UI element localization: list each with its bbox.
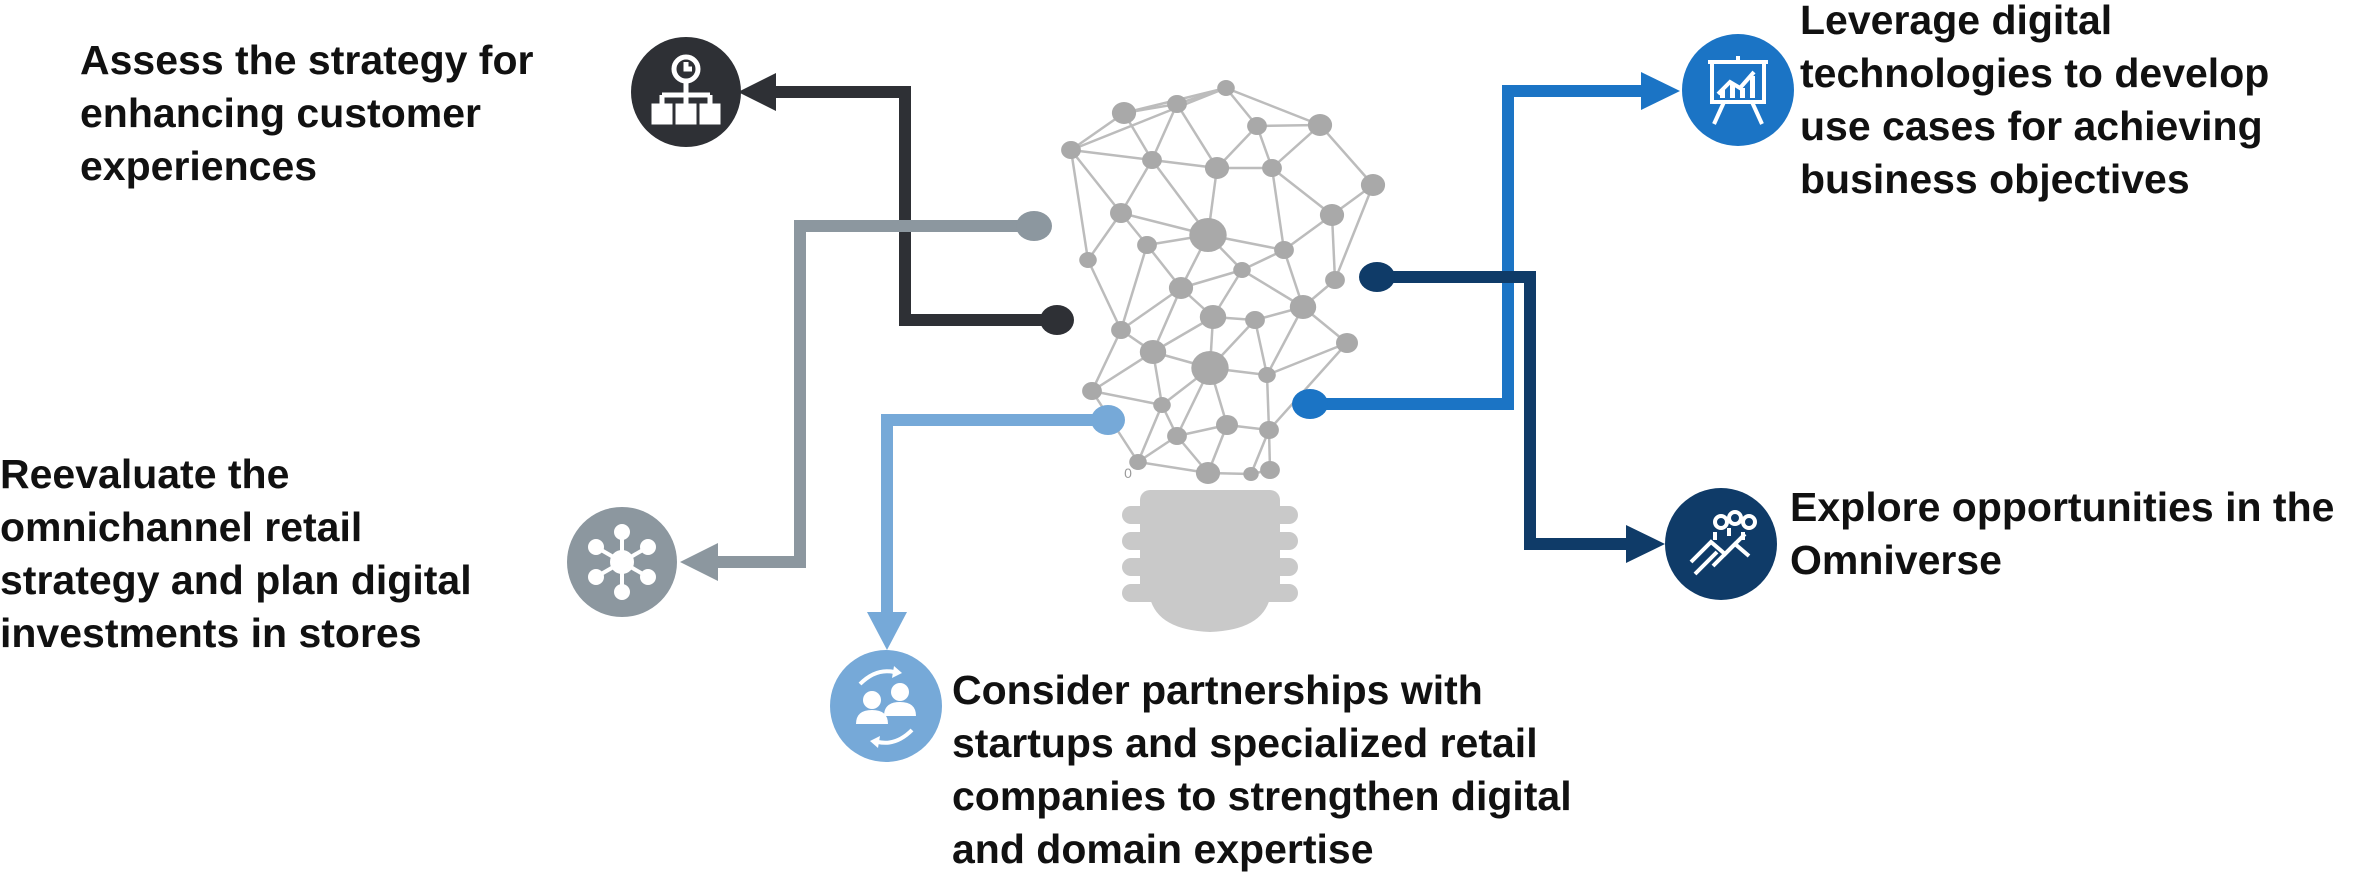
label-explore-omniverse: Explore opportunities in the Omniverse [1790,484,2335,583]
label-leverage-technologies: Leverage digital technologies to develop… [1800,0,2270,202]
network-node [1191,351,1229,385]
network-edge [1150,103,1179,161]
network-node [1082,382,1102,400]
network-node [1167,427,1187,445]
network-edge [1091,389,1163,407]
network-node [1233,262,1251,278]
network-nodes [1061,80,1386,484]
network-node [1204,157,1230,179]
network-node [1262,159,1282,177]
vr-handshake-icon [1665,488,1777,600]
network-node [1142,151,1162,169]
network-edge [1271,167,1333,216]
network-node [1307,114,1333,136]
bulb-base-thread [1122,584,1298,602]
network-edge [1069,149,1090,261]
bulb-base [1122,490,1298,632]
network-edge [1119,244,1149,331]
network-node [1289,295,1317,319]
network-node [1243,467,1259,481]
network-node [1061,141,1081,159]
network-edge [1225,86,1321,127]
connector-leverage [1292,72,1680,419]
network-node [1189,218,1227,252]
org-chart-icon [631,37,741,147]
network-node [1258,367,1276,383]
network-node [1247,117,1267,135]
connector-reevaluate [680,211,1052,581]
network-node [1216,415,1238,435]
network-node [1195,462,1221,484]
network-edge [1265,374,1271,431]
network-edge [1253,319,1269,376]
network-edge [1266,341,1348,377]
network-node [1260,461,1280,479]
bulb-base-thread [1122,532,1298,550]
bulb-base-tip [1150,598,1270,632]
network-node [1079,252,1097,268]
network-node [1168,277,1194,299]
network-edge [1265,306,1305,376]
network-node [1153,397,1171,413]
network-edge [1136,404,1164,463]
network-node [1199,305,1227,329]
network-node [1129,454,1147,470]
partnership-exchange-icon [830,650,942,762]
connector-explore [1359,262,1665,563]
network-edge [1270,167,1286,251]
network-node [1139,340,1167,364]
network-node [1245,311,1265,329]
network-node [1137,236,1157,254]
network-node [1259,421,1279,439]
network-edge [1175,103,1219,169]
bulb-base-thread [1122,558,1298,576]
network-edge [1070,86,1227,152]
network-node [1111,102,1137,124]
label-reevaluate-omnichannel: Reevaluate the omnichannel retail strate… [0,451,472,656]
network-edge [1119,159,1154,214]
label-consider-partnerships: Consider partnerships with startups and … [952,667,1572,872]
network-node [1274,241,1294,259]
network-node [1111,321,1131,339]
network-edge [1268,342,1348,431]
network-edge [1070,148,1153,162]
connector-assess [738,73,1074,335]
network-node [1167,95,1187,113]
network-node [1217,80,1235,96]
bulb-base-thread [1122,506,1298,524]
network-edge [1319,124,1374,186]
network-edge [1120,286,1182,332]
network-edge [1090,329,1123,392]
network-node [1319,204,1345,226]
lightbulb-network-icon: 0 [1061,80,1386,484]
network-node [1110,203,1132,223]
network-edge [1086,259,1123,331]
network-node [1325,271,1345,289]
label-assess-strategy: Assess the strategy for enhancing custom… [80,37,534,189]
network-node [1360,174,1386,196]
network-hub-icon [567,507,677,617]
network-node [1336,333,1358,353]
network-edge [1070,149,1122,214]
presentation-chart-icon [1682,34,1794,146]
bulb-base-mark: 0 [1124,465,1132,481]
connector-partnerships [867,405,1125,650]
network-edge [1333,184,1375,281]
